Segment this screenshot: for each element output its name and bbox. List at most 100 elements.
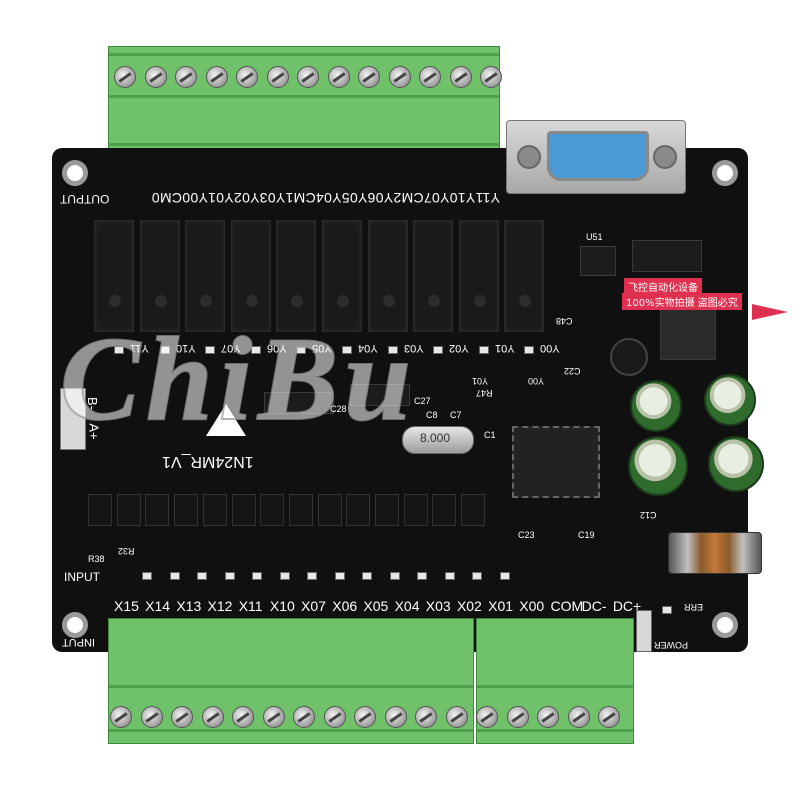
output-terminal-screw[interactable] [205, 66, 228, 88]
input-terminal-screw[interactable] [262, 706, 285, 728]
tag-line-2: 100%实物拍摄 盗图必究 [622, 293, 742, 310]
relay-status-led [478, 346, 489, 354]
transceiver-chip [632, 240, 702, 272]
input-status-led [279, 572, 290, 580]
input-status-led [169, 572, 180, 580]
u51-label: U51 [586, 232, 603, 242]
input-status-led [444, 572, 455, 580]
output-terminal-screw[interactable] [419, 66, 441, 88]
input-terminal-label: X04 [394, 598, 420, 614]
electrolytic-cap-3 [628, 436, 688, 496]
c23-label: C23 [518, 530, 535, 540]
input-terminal-label: X15 [114, 598, 139, 614]
electrolytic-cap-4 [708, 436, 764, 492]
relay-status-led [296, 346, 307, 354]
input-terminal-screw[interactable] [537, 706, 559, 728]
relay [322, 220, 362, 332]
electrolytic-cap-2 [704, 374, 756, 426]
relay [230, 220, 271, 332]
output-terminal-screw[interactable] [175, 66, 197, 88]
output-terminal-screw[interactable] [327, 66, 350, 88]
input-terminal-screw[interactable] [506, 706, 529, 728]
relay [276, 220, 317, 332]
r38-label: R38 [88, 554, 105, 564]
input-title: INPUT [64, 570, 100, 584]
optocoupler [174, 494, 199, 526]
db9-socket [547, 131, 649, 181]
c7-label: C7 [450, 410, 462, 420]
relay-status-led [433, 346, 444, 354]
output-terminal-screw[interactable] [388, 66, 411, 88]
mounting-hole-bottom-right [712, 612, 738, 638]
input-title-inverted: INPUT [62, 636, 95, 648]
relay-status-led [250, 346, 261, 354]
input-status-led [472, 572, 482, 580]
triangle-logo-icon [206, 404, 246, 436]
c1-label: C1 [484, 430, 496, 440]
input-terminal-label: X12 [207, 598, 233, 614]
r47-label: R47 [476, 388, 493, 398]
optocoupler [145, 494, 170, 526]
input-terminal-screw[interactable] [445, 706, 468, 728]
optocoupler [403, 494, 428, 526]
input-status-led [197, 572, 207, 580]
db9-connector[interactable] [506, 120, 686, 194]
optocoupler [88, 494, 112, 526]
input-terminal-screw[interactable] [476, 706, 498, 728]
input-terminal-screw[interactable] [110, 706, 132, 728]
input-terminal-label: X10 [269, 598, 295, 614]
input-terminal-screw[interactable] [323, 706, 346, 728]
relay-status-led [387, 346, 398, 354]
input-status-led [224, 572, 235, 580]
output-terminal-screw[interactable] [358, 66, 380, 88]
tag-line-1: 飞控自动化设备 [624, 278, 702, 295]
output-terminal-screw[interactable] [480, 66, 502, 88]
err-label: ERR [684, 602, 704, 612]
input-terminal-screw[interactable] [384, 706, 407, 728]
crystal-label: 8.000 [420, 431, 451, 445]
inductor [610, 338, 648, 376]
output-terminal-screw[interactable] [266, 66, 289, 88]
optocoupler [288, 494, 313, 526]
input-terminal-label: COM [550, 598, 584, 614]
relay [185, 220, 226, 332]
y01-label: Y01 [472, 376, 489, 386]
input-terminal-label: DC+ [612, 598, 642, 614]
input-terminal-screw[interactable] [567, 706, 590, 728]
output-terminal-screw[interactable] [236, 66, 258, 88]
input-terminal-screw[interactable] [598, 706, 620, 728]
input-terminal-block-left [108, 618, 474, 744]
c27-label: C27 [414, 396, 431, 406]
common-mode-choke [668, 532, 762, 574]
err-led [662, 606, 672, 614]
input-terminal-screw[interactable] [201, 706, 224, 728]
optocoupler [116, 494, 141, 526]
input-terminal-label: X07 [301, 598, 326, 614]
input-terminal-screw[interactable] [293, 706, 315, 728]
y00-label: Y00 [528, 376, 545, 386]
input-terminal-screw[interactable] [171, 706, 193, 728]
mounting-hole-top-left [62, 160, 88, 186]
input-terminal-screw[interactable] [232, 706, 254, 728]
c22-label: C22 [564, 366, 581, 376]
input-terminal-screw[interactable] [140, 706, 163, 728]
power-label: POWER [654, 640, 689, 650]
output-title: OUTPUT [60, 192, 110, 206]
output-terminal-screw[interactable] [114, 66, 136, 88]
relay [94, 220, 134, 332]
input-terminal-label: X13 [176, 598, 202, 614]
input-terminal-screw[interactable] [415, 706, 437, 728]
relay-led-label: Y01 [494, 342, 515, 354]
relay-status-led [205, 346, 216, 354]
optocoupler [202, 494, 227, 526]
output-terminal-labels: Y11Y10Y07CM2Y06Y05Y04CM1Y03Y02Y01Y00CM0 [151, 190, 500, 206]
output-terminal-screw[interactable] [449, 66, 472, 88]
output-terminal-screw[interactable] [297, 66, 319, 88]
input-terminal-label: X01 [488, 598, 514, 614]
input-terminal-label: X03 [425, 598, 451, 614]
input-terminal-screw[interactable] [354, 706, 376, 728]
rs485-terminal [60, 388, 86, 450]
output-terminal-screw[interactable] [144, 66, 167, 88]
mounting-hole-bottom-left [62, 612, 88, 638]
power-switch[interactable] [636, 610, 652, 652]
